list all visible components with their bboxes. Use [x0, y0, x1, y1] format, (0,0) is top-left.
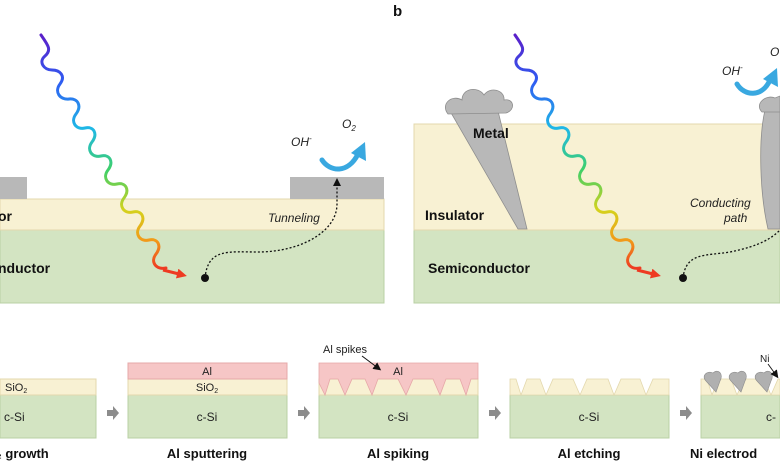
panel-b-semiconductor-label: Semiconductor [428, 260, 530, 276]
panel-a-left-metal-pad [0, 177, 27, 199]
step5-substrate [700, 394, 780, 439]
step5-ni-callout-arrow [767, 363, 779, 379]
panel-a-tunneling-label: Tunneling [268, 211, 320, 225]
panel-b-metal-cone [445, 89, 528, 230]
step-arrow-4 [680, 406, 692, 420]
step3-al-spikes [318, 362, 479, 397]
panel-a-semiconductor-layer [0, 229, 385, 304]
panel-b: b Metal Insulator Semiconductor Conducti… [393, 3, 780, 304]
step3-caption: Al spiking [367, 446, 429, 461]
step-arrow-3 [489, 406, 501, 420]
panel-b-photon-arrow [636, 268, 661, 279]
step-sio2-growth: SiO2 c-Si ₂ growth [0, 378, 97, 461]
step-arrow-1 [107, 406, 119, 420]
panel-b-photon-wave [513, 33, 642, 270]
panel-b-o2-label: O [770, 45, 779, 59]
panel-b-insulator-label: Insulator [425, 207, 485, 223]
step2-substrate [127, 394, 288, 439]
step-al-etching: c-Si Al etching [509, 378, 670, 461]
step1-sio2-label: SiO2 [5, 382, 27, 395]
step4-etched-sio2 [509, 378, 670, 397]
step4-caption: Al etching [558, 446, 621, 461]
panel-b-oh-arrow [734, 77, 773, 96]
step2-al-label: Al [202, 366, 212, 378]
panel-b-conducting-label-line2: path [723, 211, 748, 225]
panel-a-semiconductor-label: nductor [0, 260, 51, 276]
step5-ni-deposits [703, 370, 773, 393]
panel-a-insulator-layer [0, 198, 385, 231]
step5-ni-label: Ni [760, 354, 769, 365]
panel-b-conducting-label-line1: Conducting [690, 196, 751, 210]
step2-al-layer [127, 362, 288, 380]
panel-a-oh-arrow [319, 151, 361, 172]
panel-a-photon-wave [39, 33, 168, 270]
step2-caption: Al sputtering [167, 446, 247, 461]
panel-b-semiconductor-layer [413, 229, 780, 304]
step5-substrate-label: c- [766, 410, 776, 424]
step-al-sputtering: Al SiO2 c-Si Al sputtering [127, 362, 288, 461]
step2-sio2-label: SiO2 [196, 382, 218, 395]
step3-al-label: Al [393, 366, 403, 378]
panel-a: or nductor Tunneling OH- O2 [0, 33, 385, 304]
panel-b-carrier-path [682, 229, 780, 279]
step3-callout-label: Al spikes [323, 344, 368, 356]
panel-a-insulator-label: or [0, 208, 13, 224]
panel-b-conducting-path-metal [758, 95, 780, 230]
step2-substrate-label: c-Si [197, 410, 218, 424]
panel-a-o2-label: O2 [342, 117, 356, 133]
step1-sio2-layer [0, 378, 97, 396]
step4-substrate [509, 394, 670, 439]
panel-a-photon-arrow [162, 268, 187, 279]
step4-substrate-label: c-Si [579, 410, 600, 424]
panel-a-oh-arrowhead [351, 142, 366, 161]
panel-a-oh-label: OH- [291, 134, 312, 149]
step3-substrate [318, 394, 479, 439]
panel-b-oh-label: OH- [722, 63, 743, 78]
step3-callout-arrow [361, 355, 382, 371]
panel-b-metal-label: Metal [473, 125, 509, 141]
step1-substrate [0, 394, 97, 439]
step5-caption: Ni electrod [690, 446, 757, 461]
panel-a-tunneling-path [204, 178, 341, 279]
step-ni-electrode: Ni c- Ni electrod [690, 354, 780, 461]
process-steps: SiO2 c-Si ₂ growth Al SiO2 c-Si Al sputt… [0, 344, 780, 461]
panel-b-oh-arrowhead [763, 68, 778, 87]
panel-b-letter: b [393, 3, 402, 20]
step1-caption: ₂ growth [0, 446, 49, 461]
step3-substrate-label: c-Si [388, 410, 409, 424]
step1-substrate-label: c-Si [4, 410, 25, 424]
step-al-spiking: Al Al spikes c-Si Al spiking [318, 344, 479, 461]
step-arrow-2 [298, 406, 310, 420]
